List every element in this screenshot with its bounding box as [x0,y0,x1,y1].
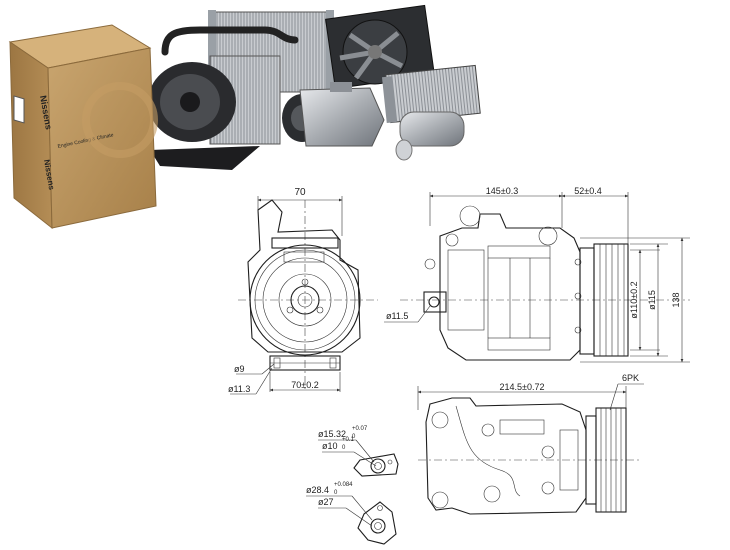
bottom-belt-6pk: 6PK [622,373,639,383]
port1-outer-tol: +0.07 [352,426,368,432]
front-dim-d9: ø9 [234,364,245,374]
front-dim-d11: ø11.3 [228,384,250,394]
port2-outer: ø28.4 [306,485,329,495]
side-dim-d110: ø110±0.2 [629,281,639,318]
side-dim-145: 145±0.3 [486,186,518,196]
side-dim-d115: ø115 [647,290,657,310]
nissens-box-image: Nissens Nissens Engine Cooling & Climate [8,24,158,230]
port2-outer-tol2: 0 [334,490,338,496]
receiver-drier-image [395,111,465,161]
port-detail-lower: ø28.4 +0.084 0 ø27 [306,482,397,545]
front-dim-70: 70 [294,187,306,198]
front-dim-70-tol: 70±0.2 [291,380,318,390]
port2-outer-tol: +0.084 [334,482,353,488]
side-view-drawing: 145±0.3 52±0.4 ø110±0.2 ø115 138 ø11.5 [384,186,690,363]
side-dim-d11-5: ø11.5 [386,311,408,321]
port1-outer: ø15.32 [318,429,346,439]
port1-outer-tol2: 0 [352,434,356,440]
port1-inner: ø10 [322,441,338,451]
port1-inner-tol2: 0 [342,445,346,451]
bottom-view-drawing: 214.5±0.72 6PK [417,373,644,515]
side-dim-52: 52±0.4 [574,186,601,196]
product-photo: Nissens Nissens Engine Cooling & Climate [8,4,481,230]
hose-image [161,26,299,56]
blower-motor-image [148,62,260,170]
port1-inner-tol: +0.1 [342,437,355,443]
front-view-drawing: 70 70±0.2 ø9 ø11.3 [228,187,378,395]
compressor-image [282,82,385,147]
radiator-fan-image [325,4,435,90]
side-dim-138: 138 [671,292,681,307]
port2-inner: ø27 [318,497,334,507]
port-detail-upper: ø15.32 +0.07 0 ø10 +0.1 0 [318,426,399,477]
bottom-dim-214: 214.5±0.72 [500,382,545,392]
